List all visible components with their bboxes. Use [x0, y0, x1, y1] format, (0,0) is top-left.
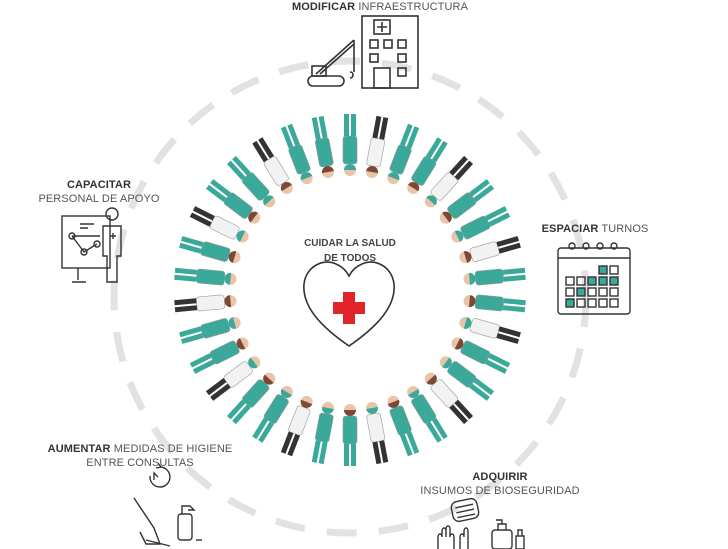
- action-text: INSUMOS DE BIOSEGURIDAD: [420, 485, 580, 497]
- action-espaciar-turnos: ESPACIAR TURNOS: [535, 222, 655, 236]
- action-text: TURNOS: [601, 223, 649, 235]
- healthcare-worker-figure: [439, 179, 495, 224]
- healthcare-worker-figure: [311, 401, 334, 465]
- healthcare-worker-figure: [387, 395, 420, 457]
- healthcare-worker-figure: [280, 123, 313, 185]
- healthcare-worker-figure: [179, 236, 241, 264]
- action-verb: ESPACIAR: [541, 223, 599, 235]
- calendar-day-cell: [587, 276, 597, 286]
- healthcare-worker-figure: [311, 115, 334, 179]
- calendar-day-cell: [609, 276, 619, 286]
- healthcare-worker-figure: [174, 294, 237, 313]
- healthcare-worker-figure: [189, 337, 249, 374]
- heart-with-red-cross-icon: [303, 261, 395, 347]
- calendar-day-cell: [609, 298, 619, 308]
- action-aumentar-higiene: AUMENTAR MEDIDAS DE HIGIENE ENTRE CONSULT…: [40, 442, 240, 470]
- cleaning-hand-spray-icon: [133, 462, 202, 547]
- healthcare-worker-figure: [463, 294, 526, 313]
- calendar-day-cell: [576, 287, 586, 297]
- healthcare-worker-figure: [451, 337, 511, 374]
- action-verb: AUMENTAR: [47, 443, 111, 455]
- healthcare-worker-figure: [205, 356, 261, 401]
- action-modificar-infraestructura: MODIFICAR INFRAESTRUCTURA: [240, 0, 520, 14]
- trainer-whiteboard-icon: [61, 207, 122, 283]
- healthcare-worker-figure: [459, 316, 521, 344]
- healthcare-worker-figure: [252, 386, 293, 443]
- calendar-day-cell: [598, 265, 608, 275]
- healthcare-worker-figure: [226, 155, 276, 208]
- action-verb: ADQUIRIR: [472, 471, 528, 483]
- healthcare-worker-figure: [439, 356, 495, 401]
- center-title-line1: CUIDAR LA SALUD: [304, 238, 396, 249]
- healthcare-worker-figure: [366, 401, 389, 465]
- action-adquirir-insumos: ADQUIRIR INSUMOS DE BIOSEGURIDAD: [410, 470, 590, 498]
- healthcare-worker-figure: [189, 206, 249, 243]
- healthcare-worker-figure: [280, 395, 313, 457]
- healthcare-worker-figure: [252, 137, 293, 194]
- calendar-day-cell: [598, 298, 608, 308]
- crane-and-hospital-icon: [307, 15, 419, 89]
- calendar-day-cell: [609, 265, 619, 275]
- calendar-day-cell: [598, 276, 608, 286]
- action-text: MEDIDAS DE HIGIENE: [113, 443, 233, 455]
- calendar-day-cell: [576, 298, 586, 308]
- healthcare-worker-figure: [342, 404, 358, 466]
- calendar-day-cell: [576, 276, 586, 286]
- calendar-day-cell: [565, 287, 575, 297]
- calendar-day-cell: [565, 298, 575, 308]
- dashed-ring: [110, 57, 590, 537]
- healthcare-worker-figure: [226, 372, 276, 425]
- healthcare-worker-figure: [407, 137, 448, 194]
- action-capacitar-personal: CAPACITAR PERSONAL DE APOYO: [24, 178, 174, 206]
- healthcare-worker-figure: [451, 206, 511, 243]
- calendar-day-cell: [598, 287, 608, 297]
- calendar-day-cell: [587, 298, 597, 308]
- action-text: PERSONAL DE APOYO: [38, 193, 160, 205]
- healthcare-worker-figure: [205, 179, 261, 224]
- healthcare-worker-figure: [424, 155, 474, 208]
- healthcare-worker-figure: [407, 386, 448, 443]
- mask-gloves-sanitizer-icon: [437, 497, 525, 549]
- center-title-line2: DE TODOS: [323, 253, 377, 264]
- action-verb: CAPACITAR: [66, 179, 132, 191]
- calendar-icon: [557, 242, 631, 315]
- healthcare-worker-figure: [179, 316, 241, 344]
- healthcare-worker-figure: [174, 267, 237, 286]
- action-verb: MODIFICAR: [291, 1, 356, 13]
- healthcare-worker-figure: [459, 236, 521, 264]
- healthcare-workers-ring: [174, 114, 526, 466]
- healthcare-worker-figure: [342, 114, 358, 176]
- calendar-day-cell: [609, 287, 619, 297]
- action-text: INFRAESTRUCTURA: [358, 1, 469, 13]
- healthcare-worker-figure: [424, 372, 474, 425]
- center-title: CUIDAR LA SALUD DE TODOS: [290, 236, 410, 266]
- healthcare-worker-figure: [463, 267, 526, 286]
- healthcare-worker-figure: [387, 123, 420, 185]
- calendar-day-cell: [565, 276, 575, 286]
- calendar-day-cell: [587, 287, 597, 297]
- healthcare-worker-figure: [366, 115, 389, 179]
- action-text-line2: ENTRE CONSULTAS: [86, 457, 194, 469]
